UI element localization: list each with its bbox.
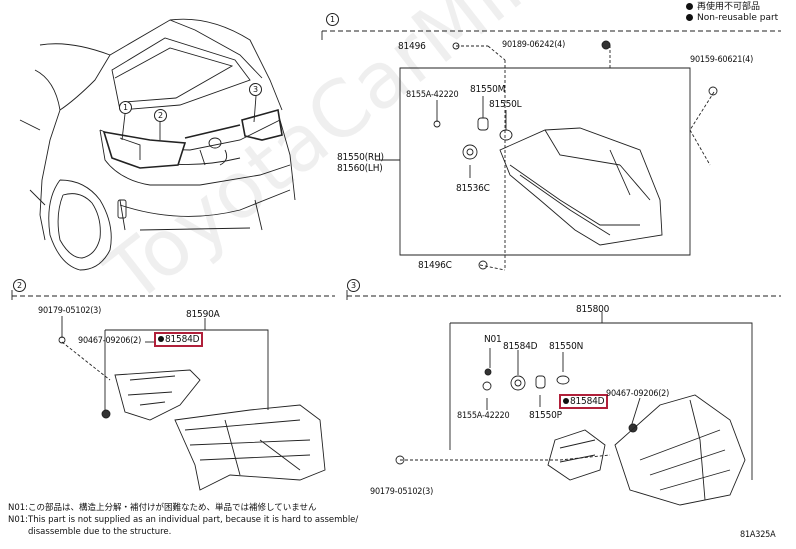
- part-81584D-s3-top[interactable]: 81584D: [503, 341, 538, 352]
- part-81584D-s3-highlight[interactable]: 81584D: [558, 394, 609, 409]
- part-81560-lh[interactable]: 81560(LH): [337, 163, 383, 174]
- legend-reuse: 再使用不可部品: [686, 2, 760, 13]
- part-81496C[interactable]: 81496C: [418, 260, 452, 271]
- part-90159-60621[interactable]: 90159-60621(4): [690, 55, 754, 65]
- part-81496[interactable]: 81496: [398, 41, 426, 52]
- part-90467-09206-s2[interactable]: 90467-09206(2): [78, 336, 142, 346]
- section-1-marker[interactable]: 1: [326, 13, 339, 26]
- nonreusable-dot-icon: [563, 398, 569, 404]
- nonreusable-dot-icon: [686, 14, 693, 21]
- part-81584D-s3-label: 81584D: [570, 396, 605, 407]
- part-81550P[interactable]: 81550P: [529, 410, 562, 421]
- part-81584D-s2-label: 81584D: [165, 334, 200, 345]
- section-2-marker[interactable]: 2: [13, 279, 26, 292]
- part-81584D-s2-highlight[interactable]: 81584D: [153, 332, 204, 347]
- note-jp: N01:この部品は、構造上分解・補付けが困難なため、単品では補修していません: [8, 503, 317, 513]
- part-90467-09206-s3[interactable]: 90467-09206(2): [606, 389, 670, 399]
- part-81550N[interactable]: 81550N: [549, 341, 584, 352]
- note-en-line1: N01:This part is not supplied as an indi…: [8, 515, 359, 525]
- part-81590A[interactable]: 81590A: [186, 309, 220, 320]
- legend-reuse-text: 再使用不可部品: [697, 2, 761, 12]
- part-81550-rh[interactable]: 81550(RH): [337, 152, 384, 163]
- part-8155A-42220-s3[interactable]: 8155A-42220: [457, 411, 510, 421]
- car-callout-3[interactable]: 3: [249, 83, 262, 96]
- part-N01[interactable]: N01: [484, 334, 502, 345]
- car-callout-1[interactable]: 1: [119, 101, 132, 114]
- legend-nonreusable-text: Non-reusable part: [697, 13, 779, 23]
- part-81536C[interactable]: 81536C: [456, 183, 490, 194]
- legend-nonreusable: Non-reusable part: [686, 13, 778, 24]
- part-81550L[interactable]: 81550L: [489, 99, 522, 110]
- part-815800[interactable]: 815800: [576, 304, 610, 315]
- car-callout-2[interactable]: 2: [154, 109, 167, 122]
- part-90189-06242[interactable]: 90189-06242(4): [502, 40, 566, 50]
- part-90179-05102-s2[interactable]: 90179-05102(3): [38, 306, 102, 316]
- nonreusable-dot-icon: [158, 336, 164, 342]
- diagram-id: 81A325A: [740, 530, 776, 540]
- reuse-dot-icon: [686, 3, 693, 10]
- note-en-line2: disassemble due to the structure.: [28, 527, 172, 537]
- section-3-marker[interactable]: 3: [347, 279, 360, 292]
- part-8155A-42220[interactable]: 8155A-42220: [406, 90, 459, 100]
- part-90179-05102-s3[interactable]: 90179-05102(3): [370, 487, 434, 497]
- part-81550M[interactable]: 81550M: [470, 84, 506, 95]
